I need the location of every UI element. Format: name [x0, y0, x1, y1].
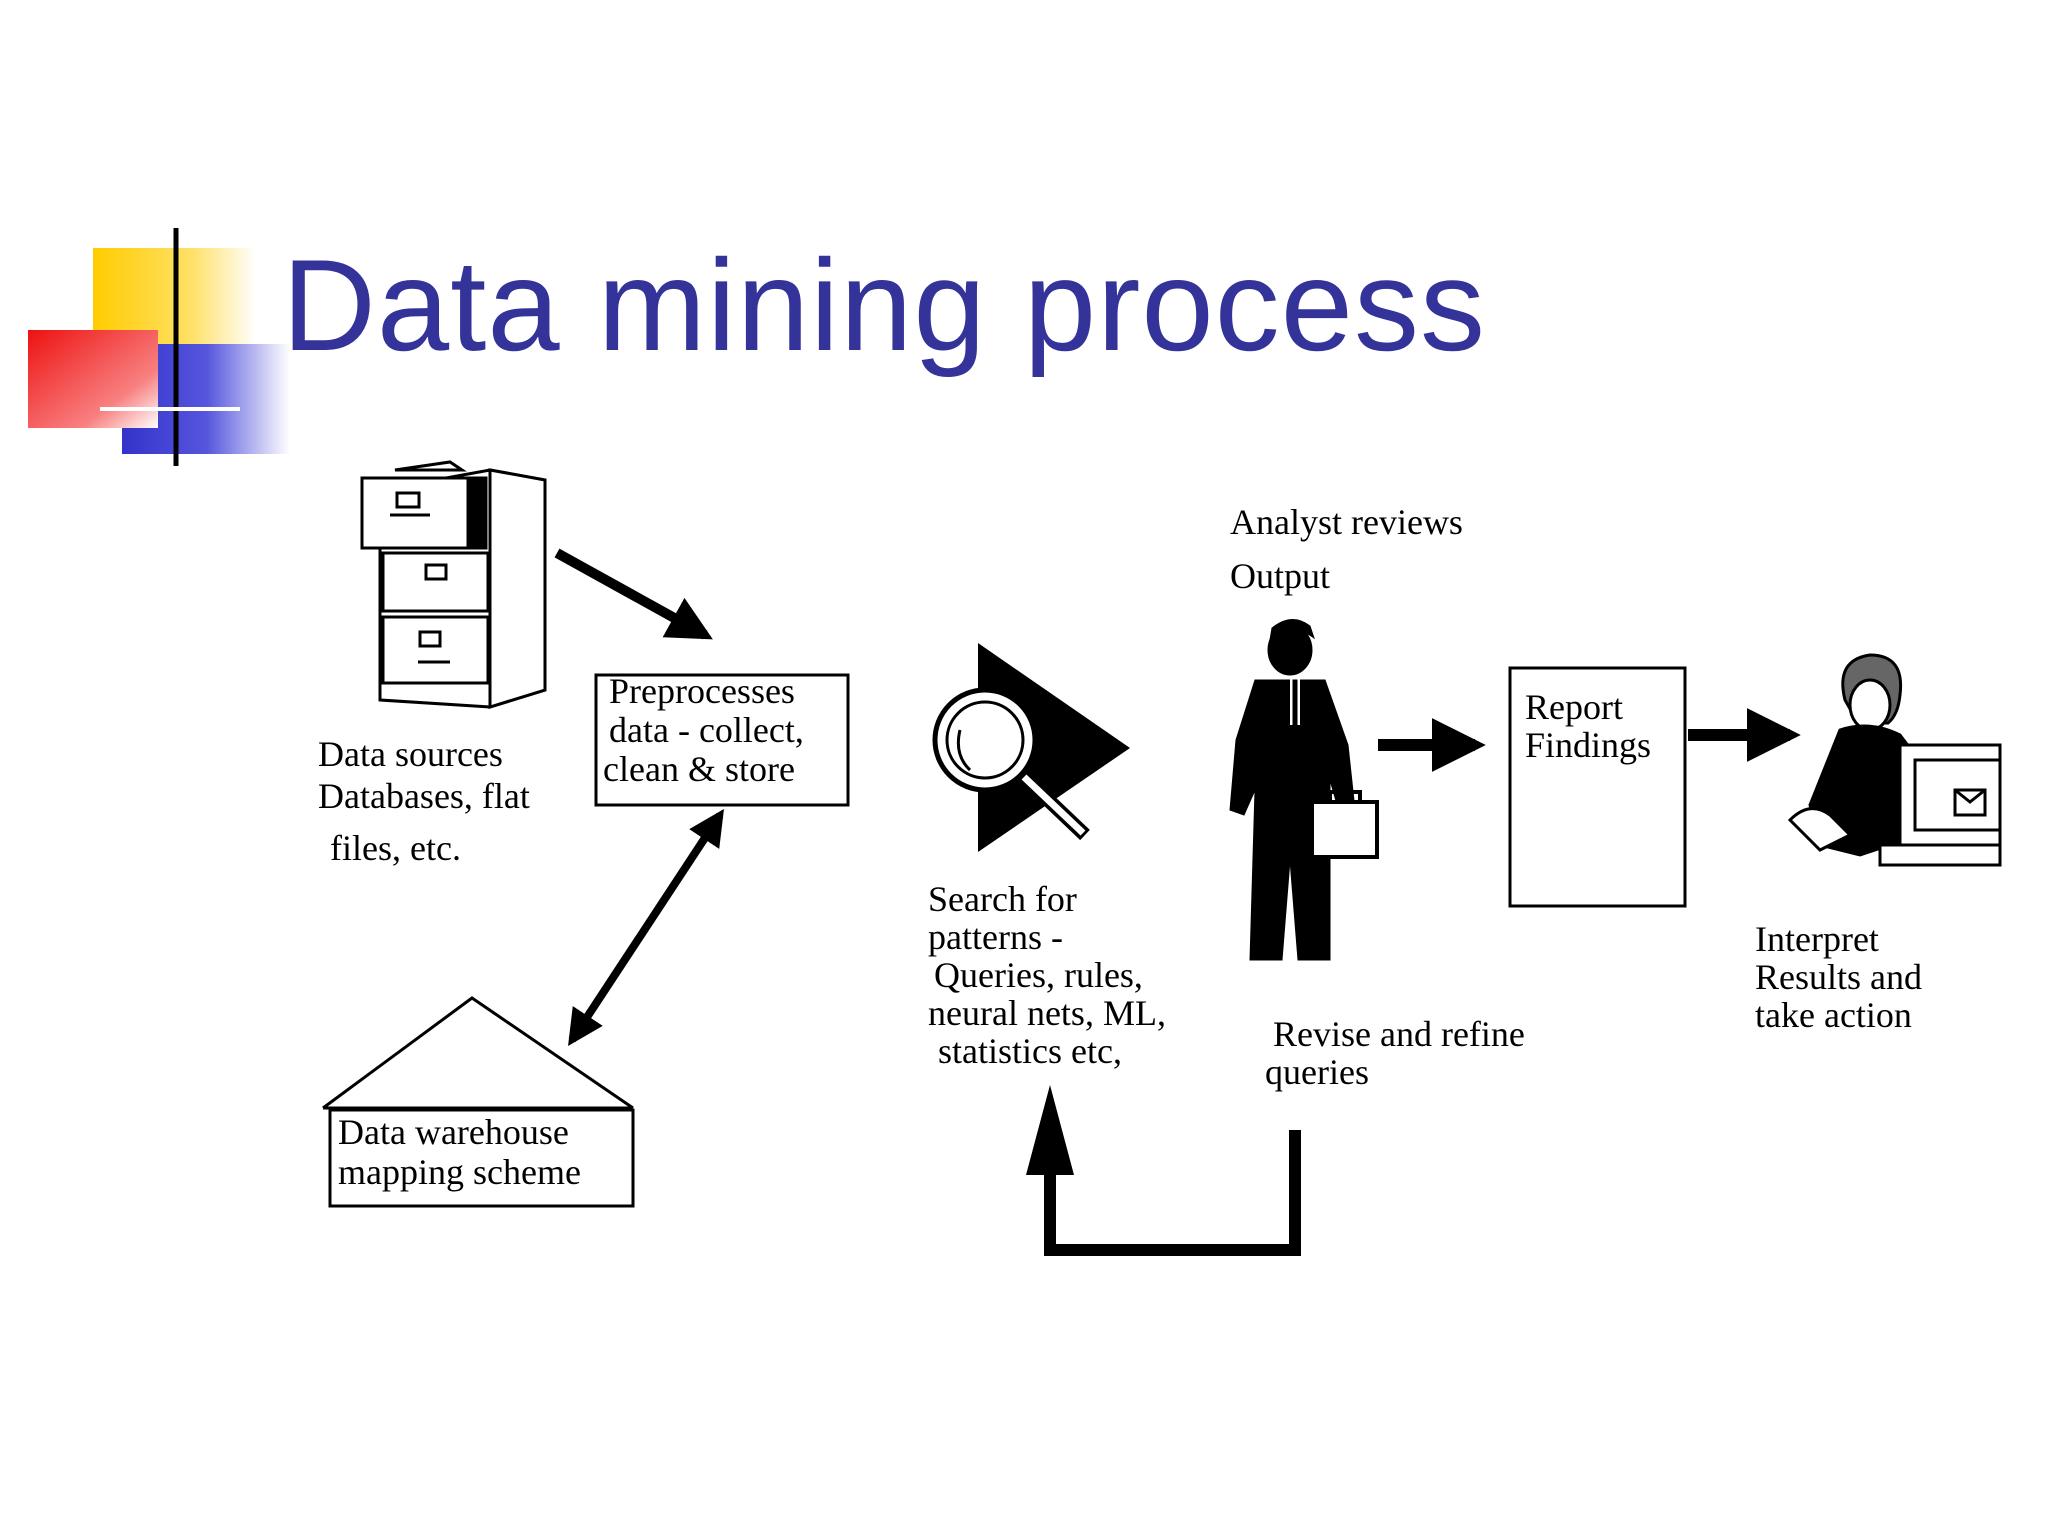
preprocess-box: [594, 673, 850, 807]
slide-title: Data mining process: [282, 232, 1486, 378]
corner-logo: [28, 228, 290, 466]
person-at-computer-icon: [1787, 653, 2002, 867]
magnifier-triangle-icon: [932, 643, 1130, 852]
analyst-label: Analyst reviews Output: [1230, 502, 1463, 596]
arrow-sources-to-preprocess: [554, 548, 713, 640]
warehouse-label: Data warehouse mapping scheme: [338, 1112, 581, 1192]
revise-label: Revise and refine queries: [1265, 1014, 1525, 1092]
house-icon: [322, 996, 634, 1110]
interpret-label: Interpret Results and take action: [1755, 919, 1922, 1035]
arrow-preprocess-warehouse: [568, 808, 724, 1047]
preprocess-label: Preprocesses data - collect, clean & sto…: [603, 671, 804, 789]
feedback-arrow: [1026, 1085, 1301, 1256]
report-label: Report Findings: [1525, 687, 1652, 765]
data-sources-label: Data sources Databases, flat files, etc.: [318, 734, 530, 868]
search-label: Search for patterns - Queries, rules, ne…: [928, 879, 1166, 1071]
businessman-icon: [1229, 619, 1379, 961]
warehouse-box: [328, 1108, 635, 1208]
report-box: [1508, 666, 1687, 908]
logo-red-square: [28, 330, 158, 428]
filing-cabinet-icon: [360, 460, 547, 710]
